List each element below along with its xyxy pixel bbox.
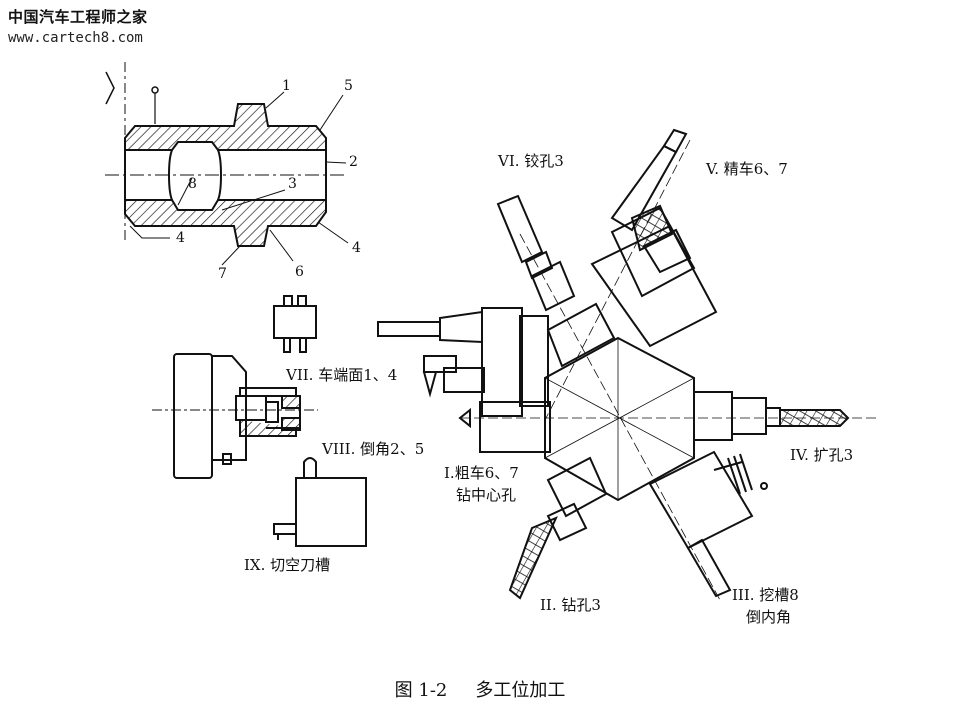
part-number-1: 1 — [282, 78, 291, 94]
part-number-7: 7 — [218, 266, 227, 282]
station-viii-cutter — [304, 458, 316, 478]
part-number-5: 5 — [344, 78, 353, 94]
station-ix-label: IX. 切空刀槽 — [244, 556, 331, 574]
workpiece-section — [105, 62, 348, 265]
part-number-2: 2 — [349, 154, 358, 170]
turret-assembly — [378, 130, 880, 600]
station-i-label-line2: 钻中心孔 — [456, 486, 517, 504]
station-ii-label: II. 钻孔3 — [540, 596, 601, 614]
station-iii-label-line2: 倒内角 — [746, 608, 792, 626]
station-vii-tool — [274, 296, 316, 352]
station-viii-label: VIII. 倒角2、5 — [322, 440, 425, 458]
station-v-label: V. 精车6、7 — [706, 160, 788, 178]
station-vii-label: VII. 车端面1、4 — [286, 366, 398, 384]
watermark-title: 中国汽车工程师之家 — [8, 8, 148, 26]
station-i-label-line1: I.粗车6、7 — [444, 464, 519, 482]
part-number-3: 3 — [288, 176, 297, 192]
part-number-4-right: 4 — [352, 240, 361, 256]
figure-number: 图 1-2 — [394, 680, 448, 701]
figure-caption: 图 1-2 多工位加工 — [0, 676, 960, 702]
figure-title: 多工位加工 — [475, 680, 566, 701]
part-number-4-left: 4 — [176, 230, 185, 246]
station-iii-label-line1: III. 挖槽8 — [732, 586, 799, 604]
station-ix-chuck — [152, 354, 318, 478]
part-number-6: 6 — [295, 264, 304, 280]
station-vi-label: VI. 铰孔3 — [498, 152, 564, 170]
part-number-8: 8 — [188, 176, 197, 192]
watermark-url: www.cartech8.com — [8, 30, 143, 46]
station-ix-block — [274, 478, 366, 546]
station-iv-label: IV. 扩孔3 — [790, 446, 854, 464]
